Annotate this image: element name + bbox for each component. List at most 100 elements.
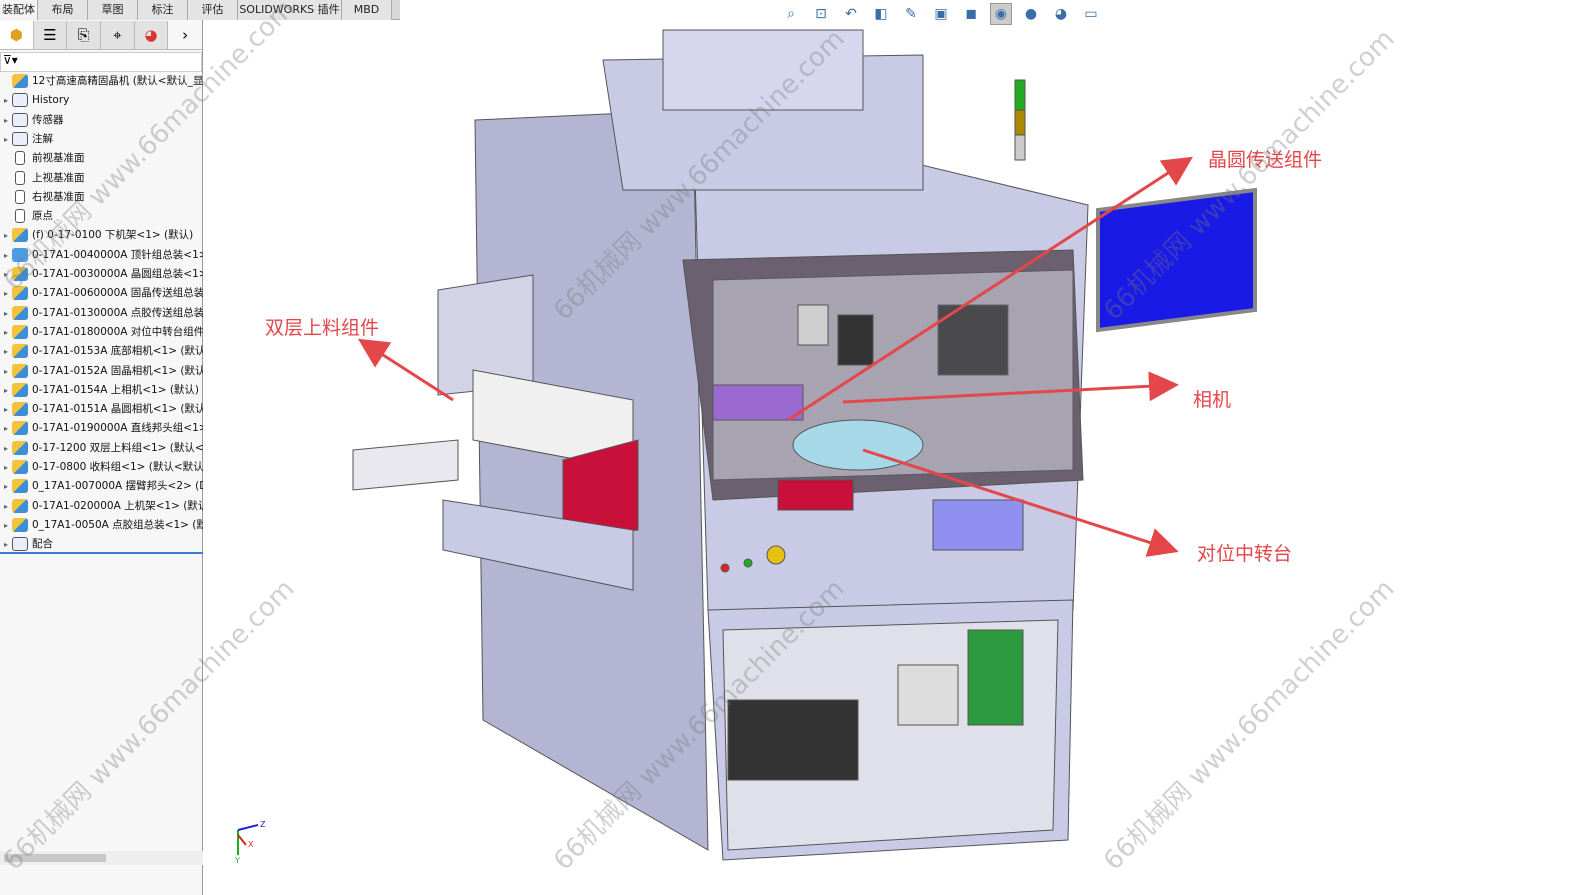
asm-icon — [12, 479, 28, 494]
tree-item[interactable]: ▸ 0-17A1-0154A 上相机<1> (默认) — [0, 381, 203, 400]
graphics-area[interactable]: Z X Y — [203, 20, 1585, 895]
expand-arrow-icon[interactable]: ▸ — [3, 250, 8, 260]
tree-item[interactable]: ▸(f) 0-17-0100 下机架<1> (默认) — [0, 226, 203, 245]
heads-up-view-toolbar: ⌕ ⊡ ↶ ◧ ✎ ▣ ◼ ◉ ● ◕ ▭ — [780, 2, 1102, 26]
annotation-dual-loader: 双层上料组件 — [265, 317, 380, 339]
expand-arrow-icon[interactable]: ▸ — [3, 289, 8, 299]
tree-item-label: 0-17A1-0151A 晶圆相机<1> (默认 — [32, 403, 203, 416]
property-manager-tab[interactable]: ☰ — [33, 20, 68, 49]
view-orientation-icon[interactable]: ▣ — [934, 6, 948, 22]
tree-item[interactable]: ▸ 0-17-1200 双层上料组<1> (默认< — [0, 439, 203, 458]
tree-item[interactable]: ▸ 0-17A1-0130000A 点胶传送组总装 — [0, 304, 203, 323]
tab-6[interactable]: MBD — [342, 0, 392, 20]
expand-arrow-icon[interactable]: ▸ — [3, 424, 8, 434]
tree-item[interactable]: ▸注解 — [0, 130, 203, 149]
filter-icon: ⊽▾ — [3, 53, 18, 67]
tab-4[interactable]: 评估 — [188, 0, 238, 20]
more-tabs-button[interactable]: › — [182, 25, 189, 44]
tree-item-label: 0-17A1-0030000A 晶圆组总装<1> — [32, 268, 203, 280]
asm-icon — [12, 305, 28, 320]
expand-arrow-icon[interactable]: ▸ — [3, 327, 8, 337]
tree-filter[interactable]: ⊽▾ — [0, 52, 202, 72]
tree-item[interactable]: ▸ 配合 — [0, 535, 203, 554]
tree-item[interactable]: 原点 — [0, 207, 203, 226]
expand-arrow-icon[interactable]: ▸ — [3, 520, 8, 530]
tree-item[interactable]: ▸ 0-17A1-0190000A 直线邦头组<1> — [0, 419, 203, 438]
expand-arrow-icon[interactable]: ▸ — [3, 115, 8, 125]
expand-arrow-icon[interactable]: ▸ — [3, 385, 8, 395]
apply-scene-icon[interactable]: ◕ — [1054, 6, 1068, 22]
annotation-alignment-table: 对位中转台 — [1197, 543, 1293, 565]
edit-appearance-icon[interactable]: ● — [1024, 6, 1038, 22]
tree-item-label: 0-17A1-0154A 上相机<1> (默认) — [32, 383, 200, 396]
tab-1[interactable]: 布局 — [38, 0, 88, 20]
zoom-to-fit-icon[interactable]: ⌕ — [787, 6, 795, 22]
configuration-manager-tab[interactable]: ⎘ — [67, 20, 102, 49]
tree-item[interactable]: ▸ 0-17A1-0152A 固晶相机<1> (默认 — [0, 362, 203, 381]
expand-arrow-icon[interactable]: ▸ — [3, 501, 8, 511]
tree-item[interactable]: ▸0-17A1-0153A 底部相机<1> (默认 — [0, 342, 203, 361]
machine-model[interactable] — [352, 29, 1257, 861]
expand-arrow-icon[interactable]: ▸ — [3, 405, 8, 415]
tree-item[interactable]: ▸0-17-0800 收料组<1> (默认<默认 — [0, 458, 203, 477]
tree-item-label: 右视基准面 — [32, 190, 85, 203]
display-manager-tab[interactable]: ◕ — [134, 20, 169, 49]
tree-item[interactable]: ▸0-17A1-0060000A 固晶传送组总装 — [0, 284, 203, 303]
expand-arrow-icon[interactable]: ▸ — [3, 347, 8, 357]
tree-item[interactable]: 右视基准面 — [0, 188, 203, 207]
view-settings-icon[interactable]: ▭ — [1084, 6, 1098, 22]
coordinate-triad: Z X Y — [234, 820, 266, 865]
horizontal-scrollbar[interactable] — [0, 851, 203, 865]
expand-arrow-icon[interactable]: ▸ — [3, 270, 8, 279]
expand-arrow-icon[interactable]: ▸ — [3, 96, 8, 106]
asm-icon — [12, 228, 28, 243]
expand-arrow-icon[interactable]: ▸ — [3, 482, 8, 492]
tab-0[interactable]: 装配体 — [0, 0, 38, 20]
tree-item-label: 0_17A1-0050A 点胶组总装<1> (默 — [32, 518, 203, 531]
expand-arrow-icon[interactable]: ▸ — [3, 463, 8, 472]
assembly-icon: ⬢ — [9, 25, 23, 44]
folder-icon — [12, 112, 28, 127]
tree-item[interactable]: 上视基准面 — [0, 169, 203, 188]
tree-item-label: 0-17-1200 双层上料组<1> (默认< — [32, 441, 203, 454]
expand-arrow-icon[interactable]: ▸ — [3, 443, 8, 453]
tree-item[interactable]: ▸History — [0, 91, 203, 110]
feature-manager-tab[interactable]: ⬢ — [0, 20, 34, 49]
expand-arrow-icon[interactable]: ▸ — [3, 540, 8, 550]
tree-item-label: 12寸高速高精固晶机 (默认<默认_显示状 — [32, 75, 203, 87]
tree-item[interactable]: ▸0-17A1-0180000A 对位中转台组件 — [0, 323, 203, 342]
tree-item-label: 0-17A1-0190000A 直线邦头组<1> — [32, 422, 203, 435]
hide-show-items-icon[interactable]: ◉ — [990, 3, 1012, 25]
expand-arrow-icon[interactable]: ▸ — [3, 308, 8, 318]
tab-5[interactable]: SOLIDWORKS 插件 — [238, 0, 342, 20]
tab-3[interactable]: 标注 — [138, 0, 188, 20]
tree-item[interactable]: ▸0-17A1-0040000A 顶针组总装<1> — [0, 246, 203, 265]
tree-item-label: 配合 — [32, 538, 53, 551]
dynamic-annotation-icon[interactable]: ✎ — [905, 6, 917, 22]
display-style-icon[interactable]: ◼ — [965, 6, 977, 22]
tree-item[interactable]: 前视基准面 — [0, 149, 203, 168]
zoom-to-area-icon[interactable]: ⊡ — [815, 6, 827, 22]
plane-icon — [15, 170, 25, 185]
tree-item-label: 0-17A1-0130000A 点胶传送组总装 — [32, 306, 203, 319]
tree-item[interactable]: ▸0_17A1-007000A 摆臂邦头<2> (D — [0, 477, 203, 496]
section-view-icon[interactable]: ◧ — [874, 6, 888, 22]
asm-icon — [12, 324, 28, 339]
dimxpert-manager-tab[interactable]: ⌖ — [101, 20, 135, 49]
tree-item[interactable]: ▸传感器 — [0, 111, 203, 130]
folder-icon — [12, 537, 28, 552]
tab-2[interactable]: 草图 — [88, 0, 138, 20]
tree-item[interactable]: ▸0-17A1-020000A 上机架<1> (默认 — [0, 497, 203, 516]
expand-arrow-icon[interactable]: ▸ — [3, 366, 8, 376]
tree-item-label: 0-17A1-0152A 固晶相机<1> (默认 — [32, 364, 203, 377]
asm-icon — [12, 267, 28, 281]
tree-item[interactable]: ▸ 0_17A1-0050A 点胶组总装<1> (默 — [0, 516, 203, 535]
expand-arrow-icon[interactable]: ▸ — [3, 231, 8, 241]
tree-item[interactable]: 12寸高速高精固晶机 (默认<默认_显示状 — [0, 72, 203, 91]
tree-item[interactable]: ▸ 0-17A1-0030000A 晶圆组总装<1> — [0, 265, 203, 284]
tree-item[interactable]: ▸ 0-17A1-0151A 晶圆相机<1> (默认 — [0, 400, 203, 419]
tree-item-label: 原点 — [32, 210, 53, 223]
previous-view-icon[interactable]: ↶ — [845, 6, 857, 22]
expand-arrow-icon[interactable]: ▸ — [3, 134, 8, 144]
